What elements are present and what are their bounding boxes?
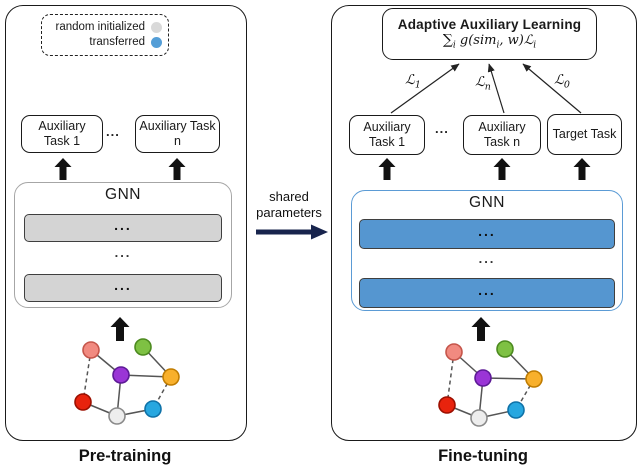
shared-parameters-label: shared parameters bbox=[247, 189, 331, 222]
right-gnn-title: GNN bbox=[469, 194, 505, 211]
legend-label-random-initialized: random initialized bbox=[55, 21, 146, 34]
shared-parameters-line1: shared bbox=[269, 189, 309, 204]
right-gnn-layer-top-dots: ... bbox=[478, 223, 496, 239]
pretraining-caption: Pre-training bbox=[78, 447, 172, 465]
adaptive-weighting-formula: ∑i g(simi, w)ℒi bbox=[442, 32, 537, 51]
right-auxiliary-task-n-label: Auxiliary Task n bbox=[478, 120, 526, 149]
left-tasks-ellipsis: ... bbox=[106, 124, 120, 139]
gray-circle-icon bbox=[151, 22, 162, 34]
left-auxiliary-task-n-label: Auxiliary Task n bbox=[139, 119, 216, 148]
target-task-label: Target Task bbox=[552, 127, 617, 142]
shared-parameters-line2: parameters bbox=[256, 205, 322, 221]
blue-circle-icon bbox=[151, 36, 162, 48]
left-auxiliary-task-n-box: Auxiliary Task n bbox=[135, 115, 220, 153]
right-auxiliary-task-1-label: Auxiliary Task 1 bbox=[363, 120, 411, 149]
left-gnn-layer-top: ... bbox=[24, 214, 222, 242]
adaptive-auxiliary-learning-title: Adaptive Auxiliary Learning bbox=[397, 17, 582, 33]
right-auxiliary-task-1-box: Auxiliary Task 1 bbox=[349, 115, 425, 155]
loss-label-l1: ℒ1 bbox=[405, 72, 421, 91]
shared-parameters-arrow-icon bbox=[256, 224, 328, 240]
right-gnn-layer-bottom: ... bbox=[359, 278, 615, 308]
left-gnn-layer-bottom-dots: ... bbox=[114, 277, 132, 293]
right-gnn-box: GNN ... ... ... bbox=[351, 190, 623, 311]
right-auxiliary-task-n-box: Auxiliary Task n bbox=[463, 115, 541, 155]
loss-label-l0: ℒ0 bbox=[554, 72, 570, 91]
adaptive-auxiliary-learning-box: Adaptive Auxiliary Learning ∑i g(simi, w… bbox=[382, 8, 597, 60]
target-task-box: Target Task bbox=[547, 114, 622, 155]
left-gnn-box: GNN ... ... ... bbox=[14, 182, 232, 308]
legend-row-random-initialized: random initialized bbox=[48, 21, 162, 34]
legend-label-transferred: transferred bbox=[89, 36, 145, 48]
finetuning-caption: Fine-tuning bbox=[438, 447, 528, 465]
left-gnn-between-dots: ... bbox=[114, 245, 132, 260]
legend-row-transferred: transferred bbox=[48, 36, 162, 49]
loss-label-ln: ℒn bbox=[475, 74, 491, 93]
right-gnn-between-dots: ... bbox=[478, 251, 496, 266]
left-gnn-layer-top-dots: ... bbox=[114, 217, 132, 233]
left-gnn-layer-bottom: ... bbox=[24, 274, 222, 302]
left-gnn-title: GNN bbox=[105, 186, 141, 203]
left-auxiliary-task-1-label: Auxiliary Task 1 bbox=[38, 119, 86, 148]
right-gnn-layer-bottom-dots: ... bbox=[478, 282, 496, 298]
legend-box: random initialized transferred bbox=[41, 14, 169, 56]
left-auxiliary-task-1-box: Auxiliary Task 1 bbox=[21, 115, 103, 153]
right-tasks-ellipsis: ... bbox=[435, 121, 449, 136]
right-gnn-layer-top: ... bbox=[359, 219, 615, 249]
